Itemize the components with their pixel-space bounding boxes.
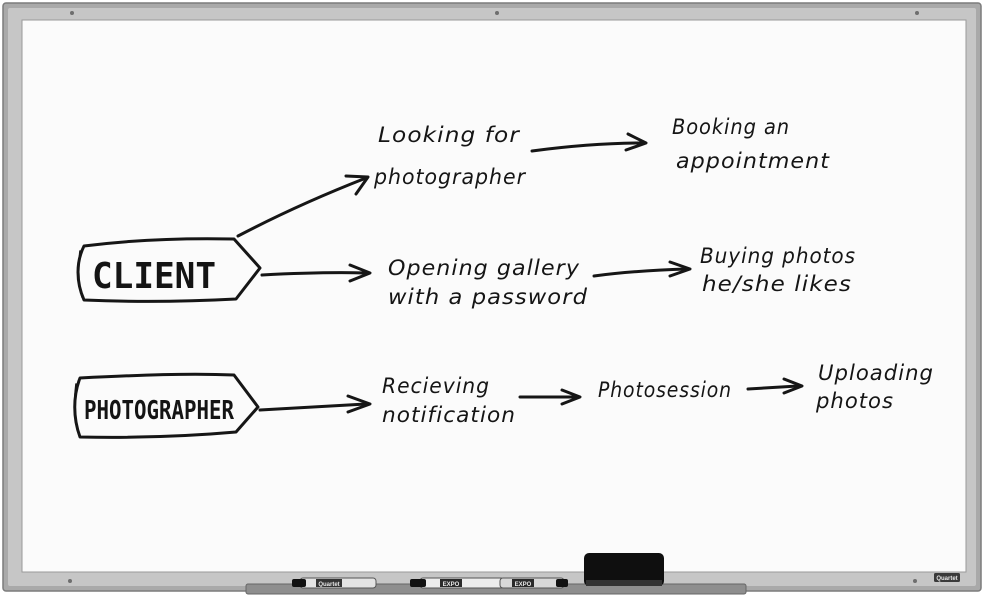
uploading-text-line1: Uploading xyxy=(818,361,934,385)
arrow-photographer-to-receiving xyxy=(258,394,372,414)
photographer-box xyxy=(73,372,260,439)
marker-1-label: Quartet xyxy=(318,582,339,588)
brand-badge xyxy=(934,573,960,582)
arrow-client-to-opening xyxy=(260,263,372,283)
brand-label: Quartet xyxy=(936,576,957,582)
client-label: CLIENT xyxy=(92,256,216,297)
arrow-looking-to-booking xyxy=(530,132,648,153)
photographer-label: PHOTOGRAPHER xyxy=(84,396,234,426)
opening-text-line1: Opening gallery xyxy=(388,256,580,280)
photosession-text: Photosession xyxy=(598,378,732,402)
marker-3-label: EXPO xyxy=(515,582,532,588)
booking-text-line1: Booking an xyxy=(672,115,790,139)
arrow-photosession-to-uploading xyxy=(746,377,804,395)
booking-text-line2: appointment xyxy=(676,149,830,173)
marker-1[interactable]: Quartet xyxy=(292,577,377,589)
eraser-felt xyxy=(586,580,662,586)
marker-2-label: EXPO xyxy=(443,582,460,588)
marker-3[interactable]: EXPO xyxy=(499,577,568,589)
looking-text-line1: Looking for xyxy=(378,123,520,147)
frame-rivet xyxy=(70,11,74,15)
frame-rivet xyxy=(915,11,919,15)
arrow-opening-to-buying xyxy=(592,260,692,278)
frame-rivet xyxy=(913,579,917,583)
client-box xyxy=(76,237,262,303)
marker-2[interactable]: EXPO xyxy=(410,577,505,589)
eraser[interactable] xyxy=(584,553,664,586)
receiving-text-line2: notification xyxy=(382,403,516,427)
buying-text-line2: he/she likes xyxy=(702,272,852,296)
opening-text-line2: with a password xyxy=(388,285,588,309)
frame-rivet xyxy=(495,11,499,15)
looking-text-line2: photographer xyxy=(373,165,526,189)
whiteboard-surface xyxy=(21,19,967,573)
receiving-text-line1: Recieving xyxy=(382,374,490,398)
frame-rivet xyxy=(68,579,72,583)
buying-text-line1: Buying photos xyxy=(700,244,856,268)
arrow-receiving-to-photosession xyxy=(518,388,582,406)
arrow-client-to-looking xyxy=(236,174,370,238)
uploading-text-line2: photos xyxy=(815,389,894,413)
